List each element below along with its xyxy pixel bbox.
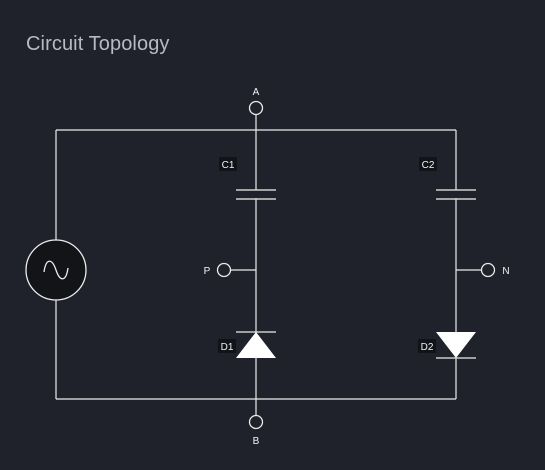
diode-d1: D1: [218, 331, 276, 358]
capacitor-c1-label-bg: [219, 157, 237, 171]
terminal-n-label: N: [502, 266, 509, 277]
diode-d2: D2: [418, 332, 476, 359]
branch-1: [231, 114, 257, 416]
diagram-title: Circuit Topology: [26, 33, 170, 55]
capacitor-c2-label-bg: [419, 157, 437, 171]
terminal-p-label: P: [204, 266, 211, 277]
terminal-a[interactable]: A: [248, 87, 264, 116]
terminal-a-circle[interactable]: [248, 100, 264, 116]
terminal-b-label: B: [253, 436, 260, 447]
diode-d2-triangle: [436, 332, 476, 358]
diode-d1-label-bg: [218, 339, 236, 353]
terminal-p[interactable]: P: [204, 262, 232, 278]
branch-2: [455, 130, 481, 399]
capacitor-c1: C1: [219, 157, 276, 200]
terminal-b[interactable]: B: [248, 414, 264, 448]
terminal-n[interactable]: N: [480, 262, 510, 278]
capacitor-c2-label: C2: [422, 160, 435, 171]
diode-d1-triangle: [236, 332, 276, 358]
diode-d2-label-bg: [418, 339, 436, 353]
diode-d2-label: D2: [421, 342, 434, 353]
terminal-a-label: A: [253, 87, 260, 98]
capacitor-c1-label: C1: [222, 160, 235, 171]
terminal-p-circle[interactable]: [216, 262, 232, 278]
ac-source-icon: [43, 260, 69, 280]
diode-d1-label: D1: [221, 342, 234, 353]
ac-source: [25, 239, 87, 301]
capacitor-c2: C2: [419, 157, 476, 200]
terminal-b-circle[interactable]: [248, 414, 264, 430]
terminal-n-circle[interactable]: [480, 262, 496, 278]
